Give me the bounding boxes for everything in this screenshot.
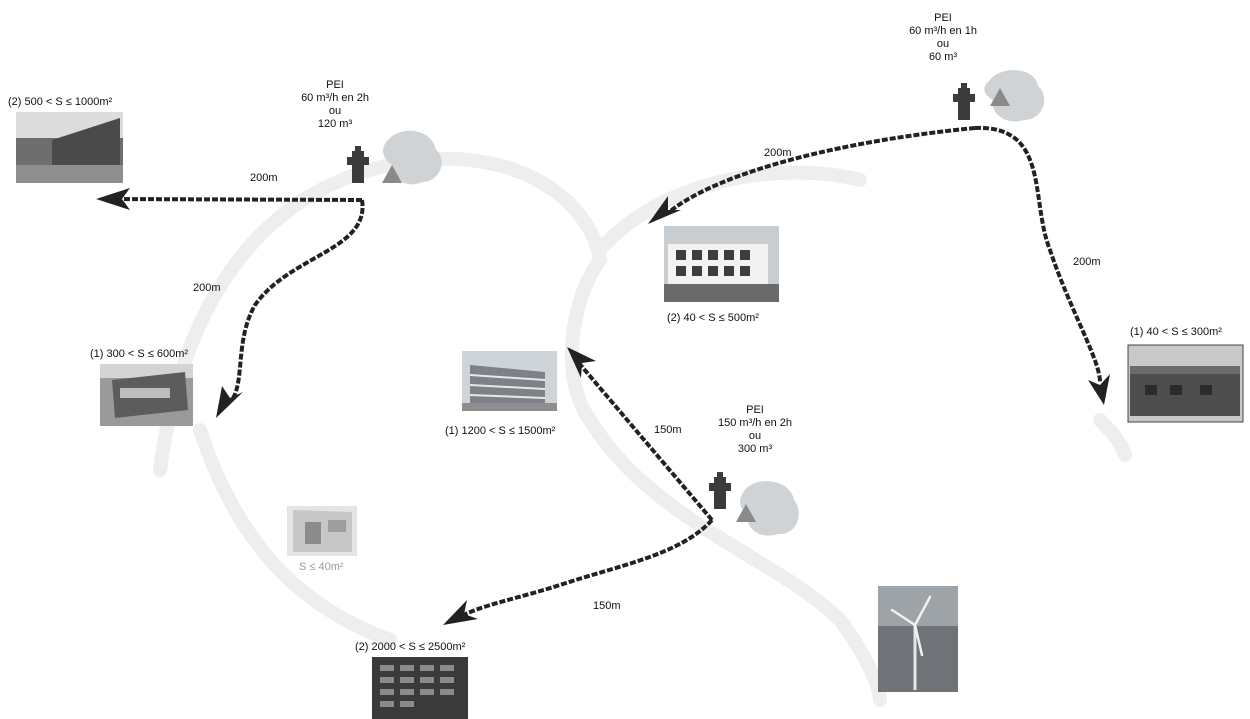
pei-label-h1: PEI 60 m³/h en 2h ou 120 m³ (290, 79, 380, 131)
pei-label-h3: PEI 150 m³/h en 2h ou 300 m³ (710, 404, 800, 456)
building-label-b1: (2) 500 < S ≤ 1000m² (8, 96, 113, 108)
distance-label-h2-b5: 200m (1073, 256, 1101, 268)
arrowhead-b5 (1088, 374, 1110, 405)
pond-icon (740, 481, 799, 536)
warning-triangle-icon (736, 504, 756, 522)
building-label-b4: (2) 40 < S ≤ 500m² (667, 312, 759, 324)
building-photo-b4 (664, 226, 779, 302)
pei-volume: 120 m³ (317, 118, 353, 130)
pei-rate: 150 m³/h en 2h (718, 417, 792, 429)
road-network (153, 151, 1132, 707)
pei-title: PEI (934, 12, 952, 24)
building-photo-b7 (372, 657, 468, 719)
building-label-b5: (1) 40 < S ≤ 300m² (1130, 326, 1222, 338)
road-right (1093, 413, 1132, 462)
pei-label-h2: PEI 60 m³/h en 1h ou 60 m³ (898, 12, 988, 64)
hydrant-h2 (953, 70, 1045, 122)
arrowhead-b2 (216, 386, 243, 418)
pond-icon (984, 70, 1045, 122)
route-h1-to-b2 (230, 199, 365, 402)
building-label-b7: (2) 2000 < S ≤ 2500m² (355, 641, 466, 653)
route-h1-to-b1 (111, 197, 363, 202)
building-photo-b3 (462, 351, 557, 411)
hydrant-icon (709, 472, 731, 509)
building-photo-b2 (100, 364, 193, 426)
route-h3-to-b3 (576, 360, 714, 522)
wind-turbine-photo (878, 586, 958, 692)
pei-rate: 60 m³/h en 1h (909, 25, 977, 37)
distance-label-h2-b4: 200m (764, 147, 792, 159)
hydrant-icon (347, 146, 369, 183)
pei-or: ou (936, 38, 950, 50)
arrowhead-b4 (648, 196, 681, 224)
route-h2-to-b5 (974, 125, 1102, 383)
hydrant-h3 (709, 472, 799, 536)
distance-label-h3-b3: 150m (654, 424, 682, 436)
pei-volume: 300 m³ (737, 443, 773, 455)
pei-rate: 60 m³/h en 2h (301, 92, 369, 104)
building-photo-b6 (287, 506, 357, 556)
distance-label-h1-b1: 200m (250, 172, 278, 184)
arrowhead-b7 (443, 600, 478, 625)
arrowheads (96, 188, 1110, 625)
distance-label-h1-b2: 200m (193, 282, 221, 294)
hydrant-icon (953, 83, 975, 120)
pei-volume: 60 m³ (928, 51, 958, 63)
road-loop (153, 151, 887, 707)
arrowhead-b1 (96, 188, 130, 210)
building-label-b6: S ≤ 40m² (299, 561, 344, 573)
building-photo-b1 (16, 112, 123, 183)
building-label-b2: (1) 300 < S ≤ 600m² (90, 348, 189, 360)
route-h3-to-b7 (456, 518, 714, 620)
arrowhead-b3 (567, 347, 596, 378)
route-h2-to-b4 (666, 126, 976, 215)
routes (111, 125, 1102, 620)
warning-triangle-icon (990, 88, 1010, 106)
building-label-b3: (1) 1200 < S ≤ 1500m² (445, 425, 556, 437)
pei-or: ou (748, 430, 762, 442)
pond-icon (383, 130, 442, 185)
warning-triangle-icon (382, 165, 402, 183)
building-photo-b5 (1127, 344, 1244, 423)
pei-or: ou (328, 105, 342, 117)
pei-title: PEI (746, 404, 764, 416)
distance-label-h3-b7: 150m (593, 600, 621, 612)
pei-title: PEI (326, 79, 344, 91)
building-photos (16, 112, 1244, 719)
hydrant-h1 (347, 130, 442, 185)
road-lower (193, 423, 397, 647)
